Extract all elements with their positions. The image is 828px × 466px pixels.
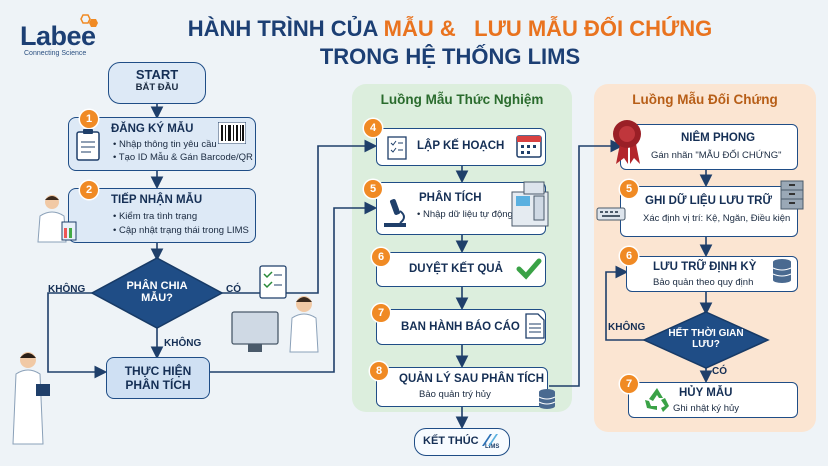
step-seal[interactable]: NIÊM PHONG Gán nhãn "MẪU ĐỐI CHỨNG" xyxy=(620,124,798,170)
post-analysis-title: QUẢN LÝ SAU PHÂN TÍCH xyxy=(399,373,545,385)
seal-subtitle: Gán nhãn "MẪU ĐỐI CHỨNG" xyxy=(651,150,782,161)
keyboard-icon xyxy=(596,206,626,225)
dispose-title: HỦY MẪU xyxy=(679,387,733,399)
receive-bullet-2: • Cập nhật trạng thái trong LIMS xyxy=(113,225,249,236)
step-dispose-sample[interactable]: HỦY MẪU Ghi nhật ký hủy xyxy=(628,382,798,418)
start-subtitle: BẮT ĐẦU xyxy=(135,82,179,93)
step-post-analysis[interactable]: QUẢN LÝ SAU PHÂN TÍCH Bảo quản trý hủy xyxy=(376,367,548,407)
expiry-decision[interactable]: HẾT THỜI GIAN LƯU? xyxy=(656,328,756,350)
lab-computer-illustration xyxy=(226,262,326,358)
wax-seal-icon xyxy=(610,118,644,170)
brand-logo: Labee Connecting Science xyxy=(20,22,96,57)
clipboard-icon xyxy=(75,128,103,166)
record-storage-title: GHI DỮ LIỆU LƯU TRỮ xyxy=(645,195,773,207)
lab-analyzer-icon xyxy=(510,180,550,234)
hexagon-icon xyxy=(78,14,100,34)
step-number-5: 5 xyxy=(364,180,382,198)
periodic-storage-title: LƯU TRỮ ĐỊNH KỲ xyxy=(653,261,757,273)
step-record-storage[interactable]: GHI DỮ LIỆU LƯU TRỮ Xác định vị trí: Kệ,… xyxy=(620,186,798,237)
step-perform-analysis[interactable]: THỰC HIỆN PHÂN TÍCH xyxy=(106,357,210,399)
label-retain-no: KHÔNG xyxy=(608,322,646,333)
lims-logo-text: LIMS xyxy=(485,444,500,450)
step-number-8: 8 xyxy=(370,362,388,380)
seal-title: NIÊM PHONG xyxy=(681,132,756,144)
perform-line2: PHÂN TÍCH xyxy=(125,378,191,392)
expiry-decision-line1: HẾT THỜI GIAN xyxy=(668,328,744,339)
retain-step-number-7: 7 xyxy=(620,375,638,393)
retain-step-number-6: 6 xyxy=(620,247,638,265)
filing-cabinet-icon xyxy=(780,180,804,214)
document-icon xyxy=(525,313,545,343)
lims-logo-icon xyxy=(482,431,498,450)
checklist-icon xyxy=(387,136,407,164)
review-title: DUYỆT KẾT QUẢ xyxy=(409,263,503,275)
scientist-icon xyxy=(32,192,78,248)
split-decision-line1: PHÂN CHIA xyxy=(126,280,188,292)
step-issue-report[interactable]: BAN HÀNH BÁO CÁO xyxy=(376,309,546,345)
periodic-storage-subtitle: Bảo quản theo quy định xyxy=(653,277,754,288)
page-title-line2: TRONG HỆ THỐNG LIMS xyxy=(319,44,581,69)
title-highlight-1: MẪU & xyxy=(383,16,456,41)
end-node[interactable]: KẾT THÚC LIMS xyxy=(414,428,510,456)
expiry-decision-line2: LƯU? xyxy=(692,339,720,350)
start-node[interactable]: START BẮT ĐẦU xyxy=(108,62,206,104)
recycle-icon xyxy=(643,386,671,418)
step-number-4: 4 xyxy=(364,119,382,137)
register-title: ĐĂNG KÝ MẪU xyxy=(111,123,194,135)
step-periodic-storage[interactable]: LƯU TRỮ ĐỊNH KỲ Bảo quản theo quy định xyxy=(626,256,798,292)
retain-step-number-5: 5 xyxy=(620,180,638,198)
storage-database-icon xyxy=(772,258,792,288)
barcode-icon xyxy=(217,121,247,148)
label-no-left: KHÔNG xyxy=(48,284,86,295)
analyze-title: PHÂN TÍCH xyxy=(419,192,482,204)
record-storage-subtitle: Xác định vị trí: Kệ, Ngăn, Điều kiện xyxy=(643,213,791,224)
step-number-2: 2 xyxy=(80,181,98,199)
page-title: HÀNH TRÌNH CỦA MẪU & LƯU MẪU ĐỐI CHỨNG xyxy=(120,16,780,42)
register-bullet-1: • Nhập thông tin yêu cầu xyxy=(113,139,217,150)
dispose-subtitle: Ghi nhật ký hủy xyxy=(673,403,740,414)
start-title: START xyxy=(135,67,179,82)
title-highlight-2: LƯU MẪU ĐỐI CHỨNG xyxy=(474,16,713,41)
receive-title: TIẾP NHẬN MẪU xyxy=(111,194,203,206)
lab-technician-illustration xyxy=(8,348,54,452)
plan-title: LẬP KẾ HOẠCH xyxy=(417,140,505,152)
split-decision-line2: MẪU? xyxy=(141,292,173,304)
end-title: KẾT THÚC xyxy=(423,435,479,447)
split-decision[interactable]: PHÂN CHIA MẪU? xyxy=(108,280,206,304)
title-part1: HÀNH TRÌNH CỦA xyxy=(187,16,384,41)
step-receive-sample[interactable]: TIẾP NHẬN MẪU • Kiểm tra tình trạng • Cậ… xyxy=(68,188,256,243)
microscope-icon xyxy=(380,197,410,233)
calendar-icon xyxy=(516,132,542,162)
step-number-6: 6 xyxy=(372,248,390,266)
label-retain-yes: CÓ xyxy=(712,366,727,377)
issue-report-title: BAN HÀNH BÁO CÁO xyxy=(401,321,520,333)
logo-tagline: Connecting Science xyxy=(24,50,87,57)
register-bullet-2: • Tạo ID Mẫu & Gán Barcode/QR xyxy=(113,152,253,163)
step-number-7: 7 xyxy=(372,304,390,322)
label-no-down: KHÔNG xyxy=(164,338,202,349)
label-yes-right: CÓ xyxy=(226,284,241,295)
post-analysis-subtitle: Bảo quản trý hủy xyxy=(419,389,491,400)
retain-lane-title: Luồng Mẫu Đối Chứng xyxy=(632,92,778,107)
perform-line1: THỰC HIỆN xyxy=(124,364,192,378)
step-number-1: 1 xyxy=(80,110,98,128)
test-lane-title: Luồng Mẫu Thức Nghiệm xyxy=(380,92,544,107)
database-icon xyxy=(538,388,556,414)
analyze-subtitle: • Nhập dữ liệu tự động xyxy=(417,209,513,220)
receive-bullet-1: • Kiểm tra tình trạng xyxy=(113,211,198,222)
logo-name: Labee xyxy=(20,21,96,51)
checkmark-icon xyxy=(516,258,542,284)
